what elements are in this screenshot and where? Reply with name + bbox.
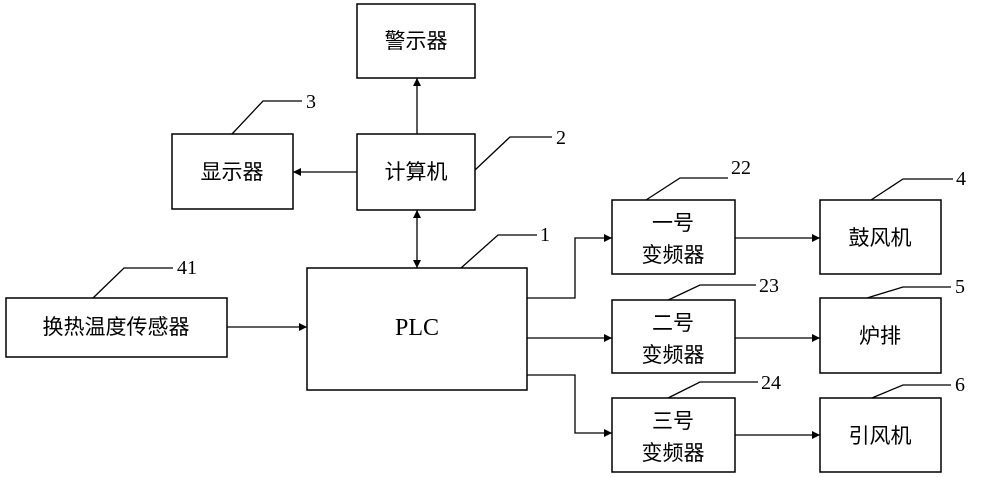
ref-display: 3 bbox=[306, 91, 316, 113]
leader-inverter2 bbox=[663, 284, 756, 303]
leader-sensor bbox=[92, 267, 173, 299]
arrow-plc-to-inverter1 bbox=[527, 234, 612, 299]
grate-label: 炉排 bbox=[859, 324, 901, 348]
inverter2-block: 二号 变频器 bbox=[611, 299, 736, 374]
inverter2-label-line2: 变频器 bbox=[642, 343, 705, 367]
grate-block: 炉排 bbox=[819, 297, 942, 374]
reference-numerals: 3 2 22 4 1 41 23 5 24 6 bbox=[177, 91, 966, 396]
plc-label: PLC bbox=[395, 315, 439, 341]
inverter1-block: 一号 变频器 bbox=[611, 199, 736, 275]
ref-sensor: 41 bbox=[177, 257, 197, 279]
leader-plc bbox=[460, 234, 537, 269]
inverter1-label-line2: 变频器 bbox=[642, 243, 705, 267]
leader-grate bbox=[866, 286, 951, 299]
sensor-label: 换热温度传感器 bbox=[43, 315, 190, 339]
induced-fan-label: 引风机 bbox=[849, 424, 912, 448]
ref-computer: 2 bbox=[556, 127, 566, 149]
display-block: 显示器 bbox=[171, 133, 294, 210]
alarm-block: 警示器 bbox=[356, 3, 476, 79]
plc-block: PLC bbox=[306, 267, 528, 391]
inverter3-label-line2: 变频器 bbox=[642, 441, 705, 465]
leader-blower bbox=[870, 178, 953, 201]
leader-computer bbox=[474, 136, 552, 171]
ref-inverter2: 23 bbox=[759, 275, 779, 297]
ref-inverter3: 24 bbox=[761, 372, 781, 394]
computer-label: 计算机 bbox=[385, 160, 448, 184]
leader-lines bbox=[92, 100, 953, 401]
inverter3-block: 三号 变频器 bbox=[611, 397, 736, 473]
ref-blower: 4 bbox=[956, 168, 966, 190]
leader-inverter1 bbox=[645, 177, 728, 201]
sensor-block: 换热温度传感器 bbox=[5, 297, 228, 358]
display-label: 显示器 bbox=[201, 160, 264, 184]
computer-block: 计算机 bbox=[356, 133, 476, 211]
blower-block: 鼓风机 bbox=[819, 199, 942, 275]
induced-fan-block: 引风机 bbox=[819, 397, 942, 473]
arrow-plc-to-inverter3 bbox=[527, 374, 612, 437]
blower-label: 鼓风机 bbox=[849, 226, 912, 250]
leader-display bbox=[231, 100, 302, 135]
leader-induced-fan bbox=[866, 384, 951, 401]
ref-plc: 1 bbox=[540, 224, 550, 246]
alarm-label: 警示器 bbox=[385, 29, 448, 53]
inverter1-label-line1: 一号 bbox=[652, 211, 694, 235]
leader-inverter3 bbox=[663, 381, 758, 401]
ref-inverter1: 22 bbox=[731, 157, 751, 179]
connections bbox=[227, 78, 820, 439]
inverter3-label-line1: 三号 bbox=[652, 409, 694, 433]
ref-induced-fan: 6 bbox=[955, 374, 965, 396]
inverter2-label-line1: 二号 bbox=[652, 311, 694, 335]
ref-grate: 5 bbox=[955, 276, 965, 298]
